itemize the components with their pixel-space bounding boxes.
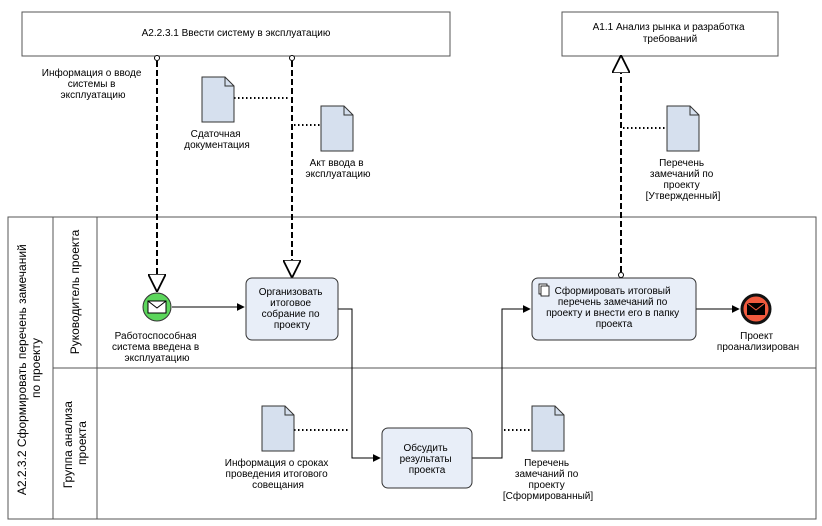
- task-sformirovat-label: Сформировать итоговый перечень замечаний…: [546, 285, 682, 330]
- envelope-icon: [147, 300, 167, 314]
- flow-obsudit-to-sformirovat: [472, 305, 531, 459]
- pool-title: А2.2.3.2 Сформировать перечень замечаний…: [15, 241, 43, 495]
- document-sdatochnaya[interactable]: Сдаточная документация: [184, 76, 250, 151]
- document-perechen-utverzhdennyi-label: Перечень замечаний по проекту [Утвержден…: [646, 158, 721, 202]
- external-activity-vvesti-label: А2.2.3.1 Ввести систему в эксплуатацию: [142, 28, 331, 39]
- start-event-label: Работоспособная система введена в эксплу…: [112, 330, 202, 364]
- start-event[interactable]: Работоспособная система введена в эксплу…: [112, 292, 202, 364]
- flow-organizovat-to-obsudit: [338, 308, 381, 462]
- document-perechen-sformirovannyi-label: Перечень замечаний по проекту [Сформиров…: [503, 458, 594, 502]
- document-akt-vvoda[interactable]: Акт ввода в эксплуатацию: [306, 105, 371, 180]
- end-event-label: Проект проанализирован: [717, 331, 799, 353]
- external-activity-analiz-label: А1.1 Анализ рынка и разработка требовани…: [593, 21, 748, 45]
- informatsiya-o-vvode-label: Информация о вводе системы в эксплуатаци…: [42, 67, 144, 101]
- document-perechen-utverzhdennyi[interactable]: Перечень замечаний по проекту [Утвержден…: [646, 105, 721, 202]
- task-obsudit-label: Обсудить результаты проекта: [400, 442, 455, 476]
- end-event[interactable]: Проект проанализирован: [717, 293, 799, 353]
- document-akt-vvoda-label: Акт ввода в эксплуатацию: [306, 158, 371, 180]
- sequence-flows: [172, 303, 740, 462]
- envelope-filled-icon: [746, 302, 766, 315]
- document-informatsiya-o-srokakh[interactable]: Информация о сроках проведения итогового…: [225, 405, 331, 491]
- task-sformirovat-perechen[interactable]: Сформировать итоговый перечень замечаний…: [531, 277, 697, 341]
- associations: [234, 97, 667, 431]
- lane-title-rukovoditel: Руководитель проекта: [68, 229, 82, 354]
- document-task-icon: [538, 283, 550, 297]
- document-informatsiya-o-srokakh-label: Информация о сроках проведения итогового…: [225, 457, 331, 491]
- task-obsudit-rezultaty[interactable]: Обсудить результаты проекта: [381, 427, 473, 489]
- task-organizovat-label: Организовать итоговое собрание по проект…: [259, 287, 326, 331]
- document-sdatochnaya-label: Сдаточная документация: [184, 129, 250, 151]
- lane-title-gruppa-analiza: Группа анализа проекта: [61, 398, 89, 489]
- external-activity-vvesti-sistemu[interactable]: А2.2.3.1 Ввести систему в эксплуатацию: [21, 11, 451, 57]
- task-organizovat-sobranie[interactable]: Организовать итоговое собрание по проект…: [245, 277, 339, 341]
- external-activity-analiz-rynka[interactable]: А1.1 Анализ рынка и разработка требовани…: [561, 11, 779, 57]
- document-perechen-sformirovannyi[interactable]: Перечень замечаний по проекту [Сформиров…: [503, 405, 594, 502]
